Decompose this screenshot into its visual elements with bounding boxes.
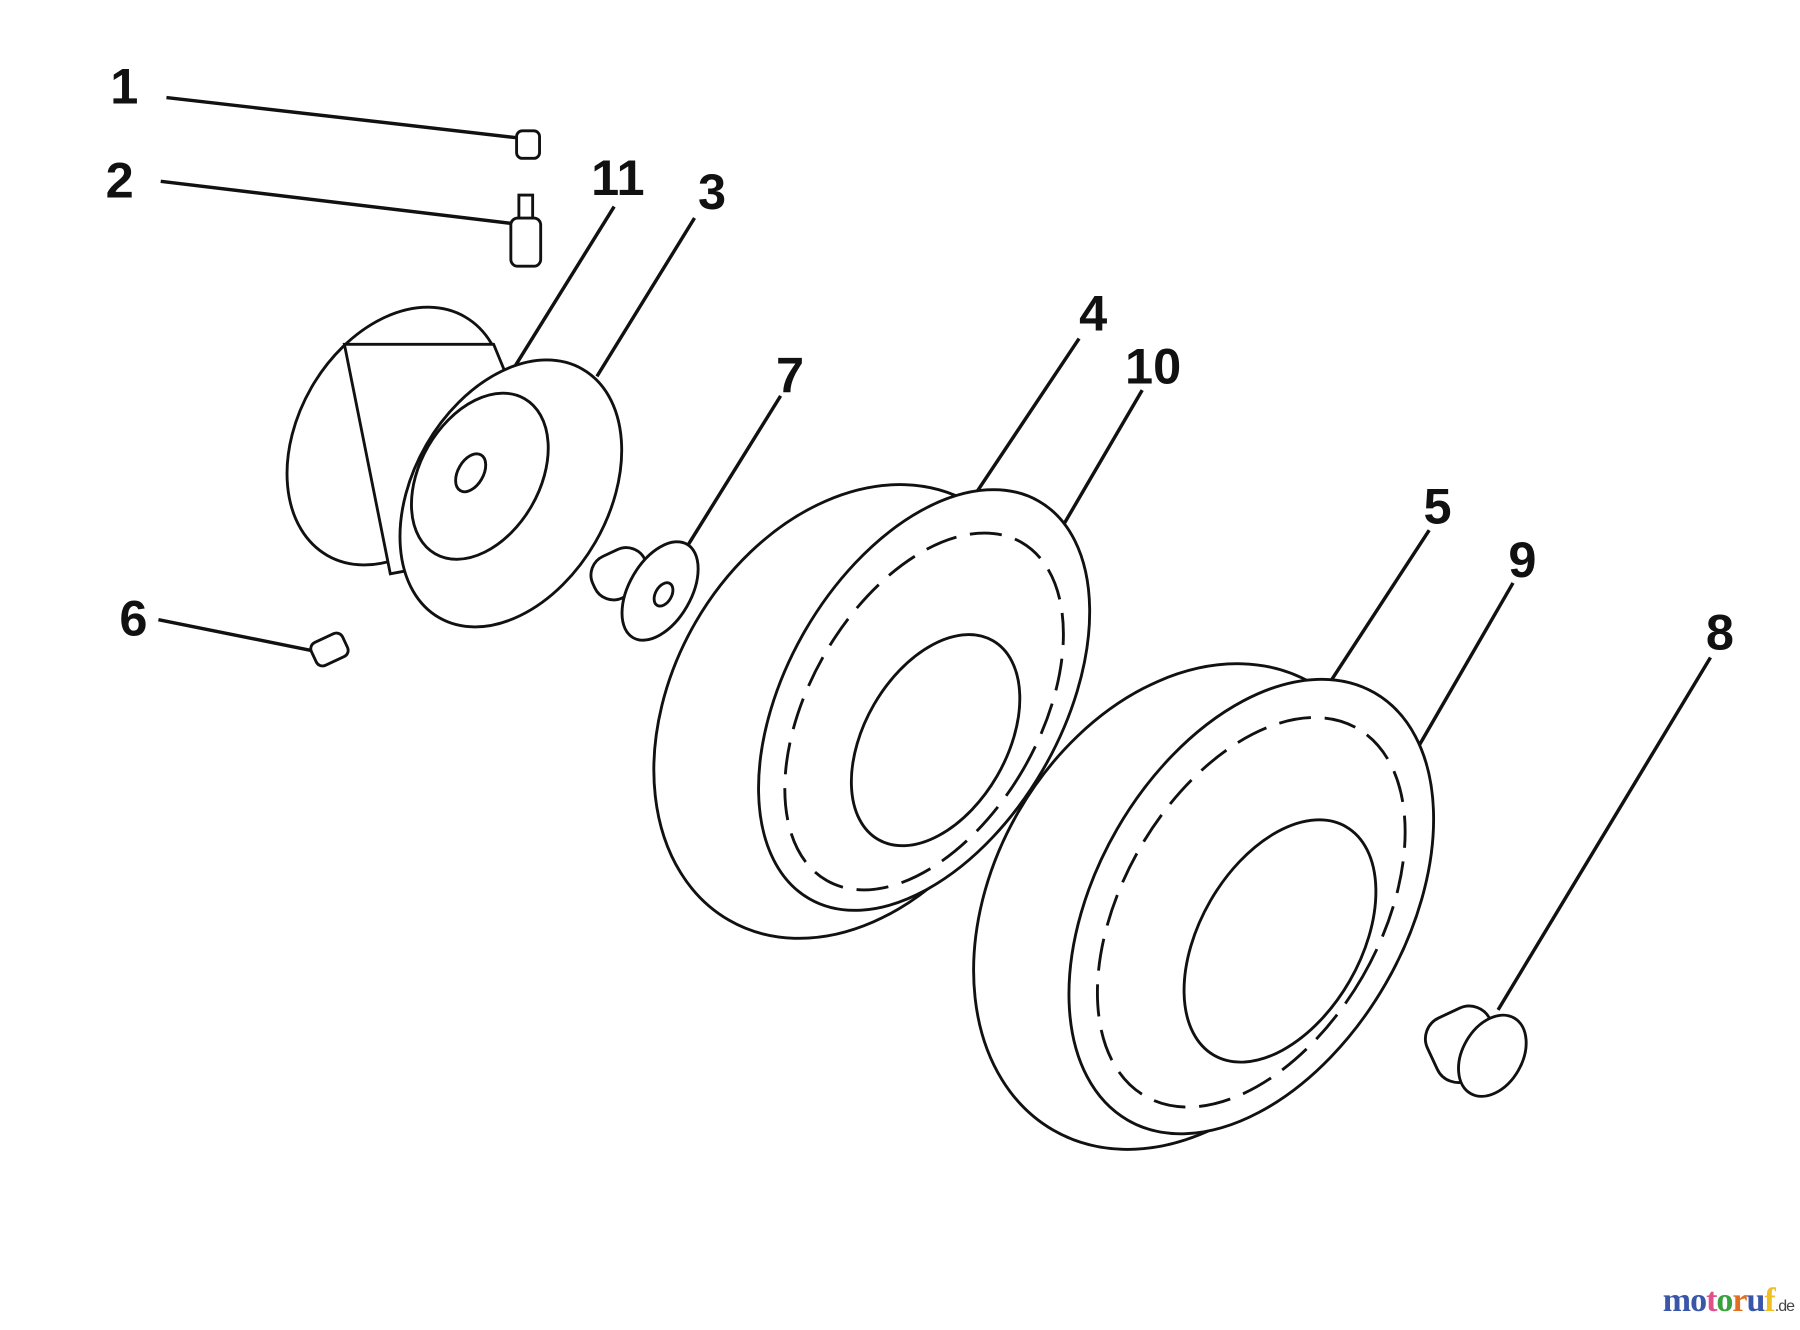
hub-cap (1423, 1004, 1528, 1098)
callout-5: 5 (1423, 477, 1451, 534)
callout-11: 11 (591, 149, 644, 206)
callout-9: 9 (1508, 531, 1536, 588)
callout-3: 3 (698, 163, 726, 220)
motoruf-logo: motoruf.de (1662, 1282, 1795, 1319)
callout-6: 6 (119, 590, 147, 647)
valve-cap (515, 129, 541, 160)
callout-7: 7 (776, 346, 804, 403)
tire-rear (972, 662, 1436, 1151)
bushing (589, 540, 700, 642)
callout-2: 2 (106, 151, 134, 208)
callout-10: 10 (1125, 337, 1181, 394)
rim (285, 305, 624, 629)
grease-fitting (309, 631, 350, 668)
callout-1: 1 (110, 57, 138, 114)
callout-8: 8 (1706, 604, 1734, 661)
valve-stem (509, 193, 543, 268)
tire-front (652, 483, 1092, 940)
callout-labels: 1 2 11 3 4 10 7 6 5 9 8 (106, 57, 1734, 660)
leader-lines (158, 95, 1712, 1011)
callout-4: 4 (1079, 285, 1107, 342)
